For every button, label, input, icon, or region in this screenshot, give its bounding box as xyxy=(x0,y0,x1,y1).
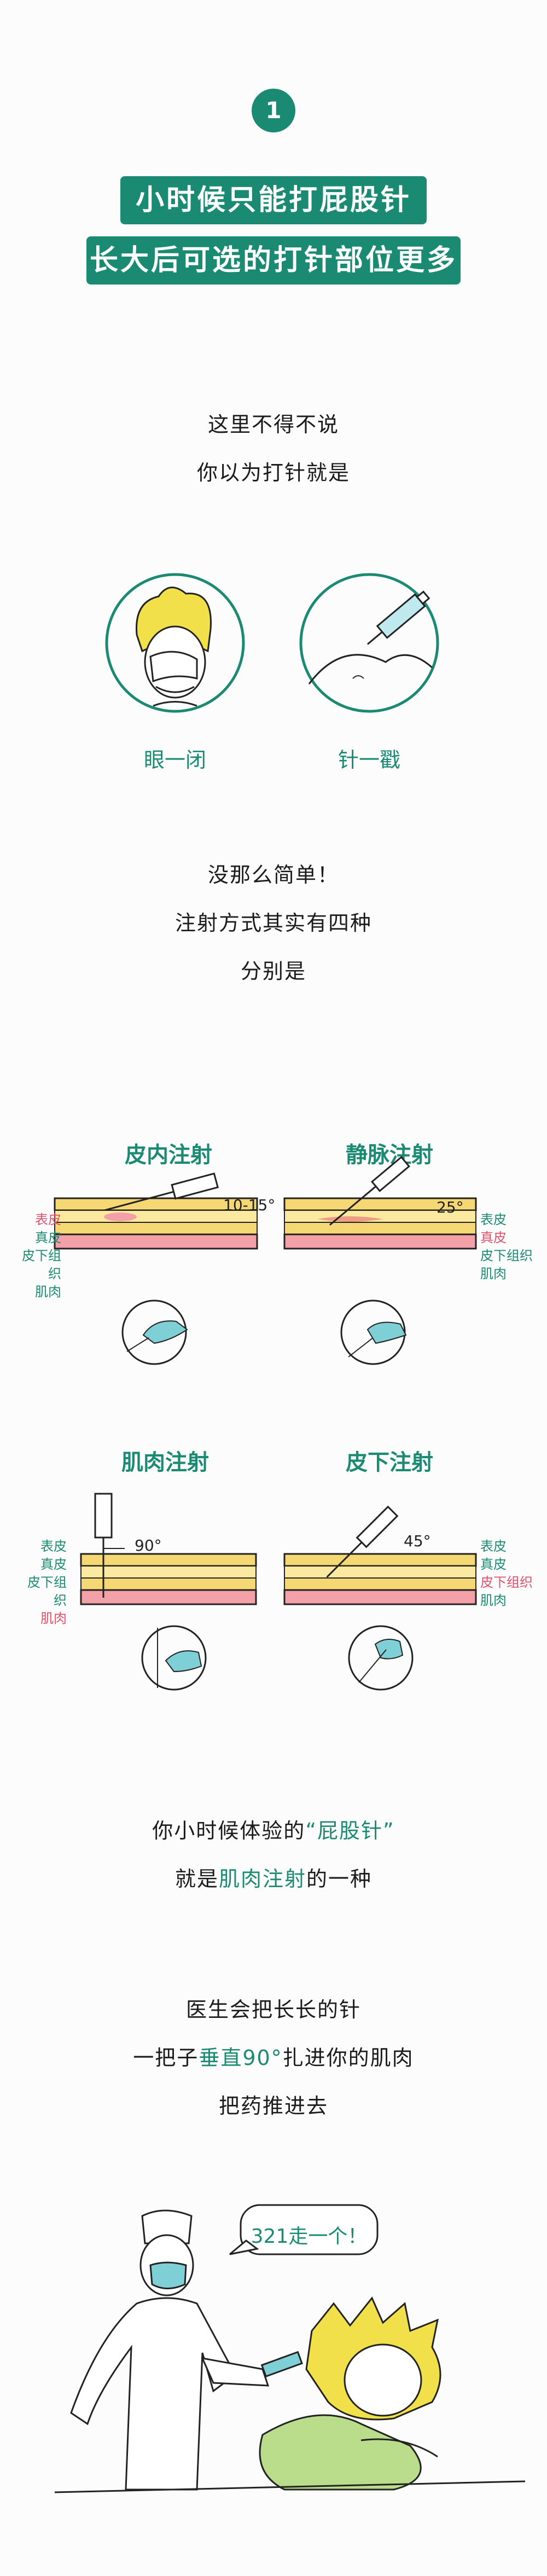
label-subcutaneous-1: 皮下组织 xyxy=(22,1248,61,1281)
intro-line2: 你以为打针就是 xyxy=(196,461,350,485)
middle-line2: 注射方式其实有四种 xyxy=(174,911,372,935)
label-epidermis-4: 表皮 xyxy=(480,1539,507,1554)
label-epidermis-1: 表皮 xyxy=(35,1212,61,1227)
intradermal-angle: 10-15° xyxy=(223,1196,276,1214)
childhood-line2-highlight: 肌肉注射 xyxy=(218,1867,306,1891)
label-dermis-1: 真皮 xyxy=(35,1230,61,1245)
doctor-line2: 一把子垂直90°扎进你的肌肉 xyxy=(0,2041,547,2071)
speech-bubble-text: 321走一个！ xyxy=(251,2225,368,2248)
subcutaneous-title: 皮下注射 xyxy=(346,1450,433,1475)
label-subcutaneous-2: 皮下组织 xyxy=(480,1248,533,1263)
childhood-line1: 你小时候体验的“屁股针” xyxy=(0,1814,547,1844)
childhood-prefix: 你小时候体验的 xyxy=(152,1819,306,1843)
caption-needle-poke: 针一戳 xyxy=(337,748,400,772)
label-dermis-3: 真皮 xyxy=(40,1557,67,1572)
doctor-line2-prefix: 一把子 xyxy=(133,2046,199,2070)
childhood-line2: 就是肌肉注射的一种 xyxy=(0,1862,547,1892)
intramuscular-angle: 90° xyxy=(135,1536,162,1554)
intramuscular-title: 肌肉注射 xyxy=(121,1450,209,1475)
label-muscle-3: 肌肉 xyxy=(40,1611,67,1626)
section-title-line1: 小时候只能打屁股针 xyxy=(120,176,427,224)
label-epidermis-3: 表皮 xyxy=(40,1539,67,1554)
intravenous-skin-diagram xyxy=(283,1156,477,1250)
childhood-highlight: “屁股针” xyxy=(305,1819,395,1843)
label-epidermis-2: 表皮 xyxy=(480,1212,507,1227)
subcutaneous-skin-diagram xyxy=(283,1505,477,1605)
intravenous-hand-icon xyxy=(340,1299,407,1365)
intramuscular-skin-diagram xyxy=(80,1493,257,1605)
middle-line3: 分别是 xyxy=(240,959,306,983)
childhood-line2-suffix: 的一种 xyxy=(306,1867,373,1891)
label-subcutaneous-3: 皮下组织 xyxy=(27,1575,67,1608)
eyes-closed-illustration xyxy=(105,573,245,713)
label-muscle-1: 肌肉 xyxy=(35,1284,61,1299)
intravenous-title: 静脉注射 xyxy=(346,1142,433,1168)
intradermal-skin-diagram xyxy=(54,1172,258,1250)
middle-line1: 没那么简单！ xyxy=(207,863,339,887)
section-title-line2: 长大后可选的打针部位更多 xyxy=(86,236,461,285)
intradermal-title: 皮内注射 xyxy=(125,1142,212,1168)
subcutaneous-hand-icon xyxy=(348,1625,414,1691)
section-number-badge: 1 xyxy=(252,89,295,132)
doctor-line1: 医生会把长长的针 xyxy=(185,1998,361,2022)
intramuscular-hand-icon xyxy=(141,1625,207,1691)
intradermal-hand-icon xyxy=(121,1299,188,1365)
childhood-line2-prefix: 就是 xyxy=(174,1867,219,1891)
doctor-line3: 把药推进去 xyxy=(218,2094,328,2118)
doctor-line2-suffix: 扎进你的肌肉 xyxy=(282,2046,414,2070)
label-dermis-4: 真皮 xyxy=(480,1557,507,1572)
caption-eyes-closed: 眼一闭 xyxy=(143,748,206,772)
doctor-patient-illustration xyxy=(54,2204,526,2493)
subcutaneous-angle: 45° xyxy=(404,1532,431,1550)
label-dermis-2: 真皮 xyxy=(480,1230,507,1245)
intravenous-angle: 25° xyxy=(437,1198,464,1216)
doctor-line2-highlight: 垂直90° xyxy=(199,2046,283,2070)
label-muscle-2: 肌肉 xyxy=(480,1266,507,1281)
needle-poke-illustration xyxy=(299,573,439,713)
label-subcutaneous-4: 皮下组织 xyxy=(480,1575,533,1590)
intro-line1: 这里不得不说 xyxy=(207,413,339,437)
label-muscle-4: 肌肉 xyxy=(480,1593,507,1608)
